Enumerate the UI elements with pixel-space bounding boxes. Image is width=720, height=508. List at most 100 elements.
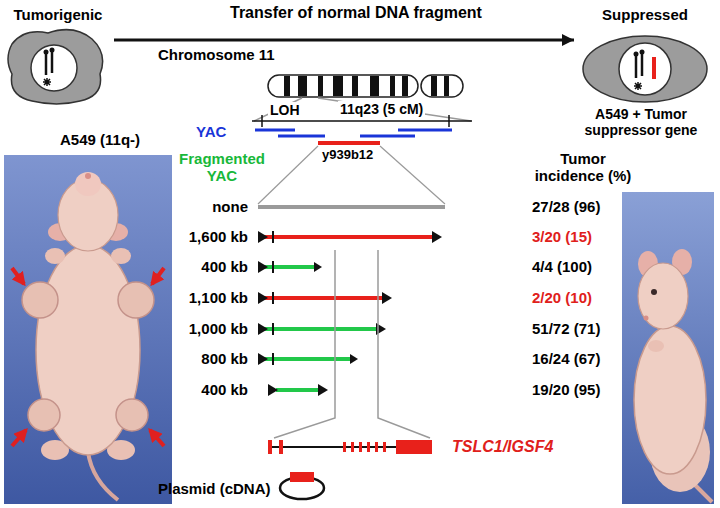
label-slot: 1,100 kb (189, 289, 248, 306)
yac-bar (278, 135, 325, 138)
exon (343, 442, 346, 452)
label-slot: 400 kb (201, 258, 248, 275)
fragment-size: 800 kb (201, 350, 248, 367)
vector-arm (258, 323, 268, 335)
nucleus (619, 43, 671, 95)
label-slot: 400 kb (201, 381, 248, 398)
fragment-bar (258, 205, 445, 209)
label-slot: 51/72 (71) (532, 320, 600, 337)
fragment-size: 1,000 kb (189, 320, 248, 337)
yac-bar (360, 135, 415, 138)
tumor-arrows (12, 268, 164, 446)
cdna-insert (290, 472, 314, 482)
yac-bar (255, 129, 295, 132)
clone-name: y939b12 (322, 148, 373, 163)
chromosome (634, 82, 642, 90)
vector-arm (268, 384, 278, 396)
tumor-incidence: 16/24 (67) (532, 350, 600, 367)
zoom-lines (258, 146, 445, 204)
tumor-incidence: 3/20 (15) (532, 228, 592, 245)
chromosome-band (431, 76, 437, 96)
mouse-nose (85, 173, 91, 179)
clone-label: Fragmented YAC (174, 150, 270, 185)
clone-label: YAC (196, 123, 226, 140)
chromosome-band (402, 76, 408, 96)
fragment-bar (276, 388, 320, 392)
chromosome-arm (421, 75, 463, 97)
tumor-incidence: 51/72 (71) (532, 320, 600, 337)
region-lines (274, 250, 430, 438)
mouse-tail (88, 452, 118, 500)
map-tick (448, 115, 450, 127)
chromosome-drawing (268, 75, 463, 97)
fragment-size: 400 kb (201, 381, 248, 398)
tumor-arrow (152, 268, 164, 284)
chromosome-arm (268, 75, 418, 97)
gene-name: TSLC1/IGSF4 (452, 438, 553, 456)
label-slot: 1,600 kb (189, 228, 248, 245)
chromosome (634, 52, 639, 57)
map-tick (261, 115, 263, 127)
zoom-line (318, 98, 471, 121)
fragment-bar (264, 265, 316, 269)
vector-arm (272, 261, 274, 273)
exon (359, 442, 362, 452)
label-slot: Plasmid (cDNA) (158, 480, 271, 497)
label-slot: 800 kb (201, 350, 248, 367)
chromosome (635, 56, 638, 78)
region-line (274, 250, 335, 438)
mouse-photo (4, 155, 172, 504)
transferred-chromosome (652, 57, 656, 79)
tumor (118, 282, 154, 318)
exon (268, 440, 272, 454)
exon (375, 442, 378, 452)
cell-line-label: A549 + Tumor suppressor gene (566, 106, 716, 138)
label-slot: TSLC1/IGSF4 (452, 438, 553, 456)
chromosome-band (298, 76, 307, 96)
map-line (252, 120, 472, 122)
vector-arm (272, 353, 274, 365)
tumor-arrow (12, 430, 26, 446)
exon (279, 440, 283, 454)
label-slot: 3/20 (15) (532, 228, 592, 245)
vector-arm (314, 262, 322, 272)
vector-arm (350, 354, 358, 364)
label-slot: 19/20 (95) (532, 381, 600, 398)
vector-arm (382, 292, 392, 304)
cell-heading: Suppressed (574, 2, 716, 23)
yac-bar (318, 141, 380, 145)
exon (396, 440, 432, 454)
photo-ground (4, 155, 172, 504)
mouse-leg (45, 248, 65, 264)
tumor (116, 399, 148, 431)
zoom-lines (254, 98, 471, 121)
label-slot: none (212, 198, 248, 215)
suppressed-cell: Suppressed (574, 2, 716, 106)
label-slot: 27/28 (96) (532, 198, 600, 215)
chromosome (45, 54, 48, 75)
label-slot: Tumor incidence (%) (526, 150, 640, 185)
label-slot: 4/4 (100) (532, 258, 592, 275)
vector-arm (432, 231, 442, 243)
gene-structure (268, 440, 432, 454)
zoom-line (254, 98, 302, 121)
label-slot: Fragmented YAC (174, 150, 270, 185)
chromosome (44, 50, 49, 55)
cell-line-label: A549 (11q-) (60, 131, 140, 148)
yac-contig (255, 130, 452, 143)
transfer-arrow (114, 39, 574, 42)
chromosome-band (444, 76, 449, 96)
tumor-arrow (12, 268, 24, 284)
label-slot: LOH (268, 102, 302, 118)
vector-arm (272, 292, 274, 304)
zoom-line (258, 146, 318, 204)
label-slot: Transfer of normal DNA fragment (228, 4, 484, 22)
arrow-label: Transfer of normal DNA fragment (228, 4, 484, 22)
vector-arm (318, 384, 328, 396)
zoom-line (380, 146, 445, 204)
label-slot: 16/24 (67) (532, 350, 600, 367)
region-line (378, 250, 430, 438)
fragment-rows (258, 207, 445, 396)
label-slot: A549 + Tumor suppressor gene (566, 106, 716, 138)
